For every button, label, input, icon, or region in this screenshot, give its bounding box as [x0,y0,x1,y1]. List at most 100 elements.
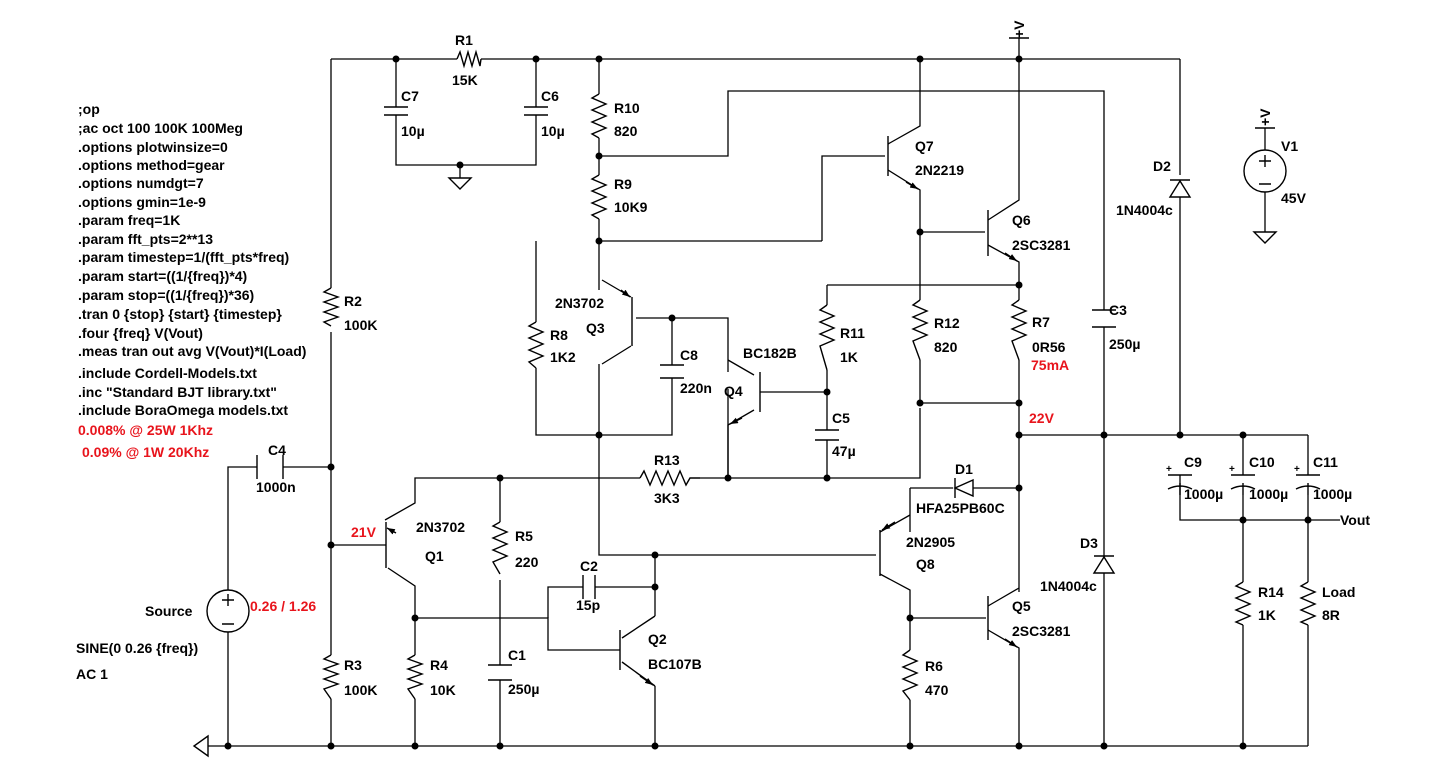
q5-model: 2SC3281 [1012,623,1071,639]
d3-model: 1N4004c [1040,578,1097,594]
directive-line: .include BoraOmega models.txt [78,402,288,418]
rail-label-main: +V [1011,20,1027,38]
resistor-r13[interactable] [639,469,700,487]
r2-value: 100K [344,317,377,333]
resistor-r2[interactable] [321,287,341,327]
load-value: 8R [1322,607,1340,623]
resistors [321,49,1317,701]
r5-value: 220 [515,554,539,570]
capacitor-c3[interactable] [1092,309,1116,328]
r14-value: 1K [1258,607,1276,623]
transistor-q2[interactable] [619,615,656,687]
resistor-r3[interactable] [321,654,341,700]
resistor-r14[interactable] [1234,581,1252,626]
r7-value: 0R56 [1032,339,1066,355]
c3-ref: C3 [1109,302,1127,318]
capacitor-c5[interactable] [815,429,839,441]
resistor-r8[interactable] [527,321,545,369]
resistor-r9[interactable] [590,174,608,220]
transistor-q6[interactable] [987,210,1018,262]
vout-label: Vout [1340,512,1370,528]
d1-ref: D1 [955,461,973,477]
capacitor-c2[interactable] [582,575,596,599]
diode-d2[interactable] [1168,179,1192,198]
directive-line: .param fft_pts=2**13 [78,231,213,247]
transistor-q7[interactable] [887,136,919,190]
directive-line: ;ac oct 100 100K 100Meg [78,120,243,136]
resistor-r10[interactable] [590,93,608,139]
r6-value: 470 [925,682,949,698]
capacitor-c11[interactable]: + [1294,464,1321,495]
c11-ref: C11 [1313,454,1338,470]
resistor-r11[interactable] [818,304,836,371]
capacitors: + + + [256,106,1321,681]
q6-ref: Q6 [1012,212,1031,228]
resistor-r12[interactable] [911,299,929,361]
capacitor-c8[interactable] [660,364,684,379]
svg-text:+: + [1166,464,1172,475]
q3-ref: Q3 [586,320,605,336]
sources [192,37,1287,758]
resistor-r4[interactable] [405,654,425,700]
transistor-q5[interactable] [987,596,1018,648]
capacitor-c10[interactable]: + [1229,464,1256,495]
directive-line: .meas tran out avg V(Vout)*I(Load) [78,343,306,359]
sine-source[interactable] [206,589,250,633]
r4-ref: R4 [430,657,448,673]
capacitor-c7[interactable] [384,106,408,116]
c7-value: 10µ [401,123,425,139]
c10-ref: C10 [1249,454,1275,470]
directive-block: ;op ;ac oct 100 100K 100Meg .options plo… [78,101,306,460]
source-name: Source [145,603,193,619]
r1-ref: R1 [455,32,473,48]
c4-ref: C4 [268,442,286,458]
directive-line: .param freq=1K [78,212,180,228]
ground-symbol-v1 [1252,231,1278,244]
directive-line: .options numdgt=7 [78,175,204,191]
diodes [953,179,1192,574]
r9-ref: R9 [614,176,632,192]
r6-ref: R6 [925,658,943,674]
directive-line: .options plotwinsize=0 [78,139,228,155]
transistor-q3[interactable] [620,289,633,346]
q8-ref: Q8 [916,556,935,572]
q4-model: BC182B [743,345,797,361]
c2-ref: C2 [580,558,598,574]
ground-symbol-c7-c6 [447,177,473,190]
resistor-r7[interactable] [1010,299,1028,361]
transistor-q8[interactable] [879,521,896,576]
r2-ref: R2 [344,293,362,309]
r14-ref: R14 [1258,584,1284,600]
diode-d3[interactable] [1092,555,1116,574]
c5-ref: C5 [832,410,850,426]
r8-value: 1K2 [550,349,576,365]
resistor-r6[interactable] [901,649,919,701]
transistors [385,136,1018,687]
q7-model: 2N2219 [915,162,964,178]
supply-v1[interactable] [1243,149,1287,193]
distortion-note: 0.008% @ 25W 1Khz [78,422,213,438]
resistor-load[interactable] [1299,581,1317,626]
capacitor-c9[interactable]: + [1166,464,1193,495]
c10-value: 1000µ [1249,486,1288,502]
resistor-r1[interactable] [456,49,482,69]
q7-ref: Q7 [915,138,934,154]
directive-line: .param stop=((1/{freq})*36) [78,287,254,303]
transistor-q1[interactable] [385,522,397,568]
directive-line: ;op [78,101,100,117]
capacitor-c4[interactable] [256,455,284,479]
resistor-r5[interactable] [491,521,509,575]
c9-ref: C9 [1184,454,1202,470]
q4-ref: Q4 [724,383,743,399]
directive-line: .param timestep=1/(fft_pts*freq) [78,249,289,265]
source-amplitude: 0.26 / 1.26 [250,598,316,614]
r10-value: 820 [614,123,638,139]
junctions [224,55,1312,750]
diode-d1[interactable] [953,478,974,498]
capacitor-c6[interactable] [524,106,548,116]
d1-model: HFA25PB60C [916,500,1005,516]
wires [208,38,1340,747]
transistor-q4[interactable] [729,372,761,425]
supply-value: 45V [1281,190,1307,206]
capacitor-c1[interactable] [488,664,512,681]
